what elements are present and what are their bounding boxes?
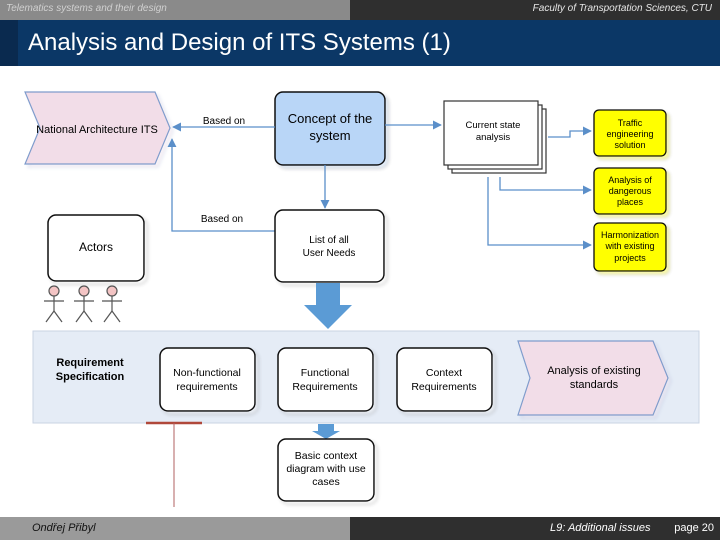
traffic-line3: solution bbox=[614, 140, 645, 150]
context-line2: Requirements bbox=[411, 381, 476, 393]
slide-title: Analysis and Design of ITS Systems (1) bbox=[28, 29, 451, 56]
title-bar: Analysis and Design of ITS Systems (1) bbox=[0, 20, 720, 66]
national-architecture-node: National Architecture ITS bbox=[24, 91, 171, 165]
user-needs-node: List of all User Needs bbox=[274, 209, 385, 283]
header-left-panel: Telematics systems and their design bbox=[0, 0, 350, 20]
actor-figures bbox=[44, 285, 122, 323]
basic-context-line2: diagram with use bbox=[286, 463, 366, 475]
basic-context-line1: Basic context bbox=[295, 450, 358, 462]
requirement-line1: Requirement bbox=[56, 357, 124, 369]
concept-line1: Concept of the bbox=[288, 111, 373, 126]
harmonization-line3: projects bbox=[614, 253, 646, 263]
existing-standards-node: Analysis of existing standards bbox=[517, 340, 669, 416]
header-bar: Telematics systems and their design Facu… bbox=[0, 0, 720, 20]
harmonization-line1: Harmonization bbox=[601, 230, 659, 240]
lecture-name: L9: Additional issues bbox=[550, 522, 651, 534]
based-on-label-top: Based on bbox=[203, 116, 245, 127]
standards-line2: standards bbox=[570, 379, 619, 391]
functional-line1: Functional bbox=[301, 367, 349, 379]
nonfunctional-line2: requirements bbox=[176, 381, 237, 393]
based-on-arrow-bottom bbox=[167, 138, 275, 232]
current-state-node: Current state analysis bbox=[443, 100, 547, 174]
page-number: page 20 bbox=[674, 522, 714, 534]
user-needs-line1: List of all bbox=[309, 235, 348, 246]
faculty-name: Faculty of Transportation Sciences, CTU bbox=[532, 3, 712, 14]
dangerous-places-node: Analysis of dangerous places bbox=[593, 167, 667, 215]
basic-context-line3: cases bbox=[312, 476, 339, 488]
actors-label: Actors bbox=[79, 240, 113, 254]
traffic-line2: engineering bbox=[606, 129, 653, 139]
national-architecture-label: National Architecture ITS bbox=[36, 124, 158, 136]
concept-line2: system bbox=[309, 128, 350, 143]
title-accent bbox=[0, 20, 18, 66]
current-state-line1: Current state bbox=[466, 120, 521, 131]
harmonization-node: Harmonization with existing projects bbox=[593, 222, 667, 272]
down-arrow-icon bbox=[304, 283, 352, 329]
dangerous-line1: Analysis of bbox=[608, 175, 652, 185]
context-node: Context Requirements bbox=[396, 347, 493, 412]
footer-left-panel: Ondřej Přibyl bbox=[0, 517, 350, 540]
small-down-arrow-icon bbox=[312, 424, 340, 439]
author-name: Ondřej Přibyl bbox=[32, 522, 96, 534]
actors-node: Actors bbox=[47, 214, 145, 282]
actor-figure-icon bbox=[44, 285, 64, 323]
standards-line1: Analysis of existing bbox=[547, 365, 641, 377]
current-to-traffic-arrow bbox=[548, 126, 592, 138]
traffic-engineering-node: Traffic engineering solution bbox=[593, 109, 667, 157]
requirement-line2: Specification bbox=[56, 371, 125, 383]
process-diagram: National Architecture ITS Concept of the… bbox=[24, 91, 700, 507]
current-to-dangerous-arrow bbox=[499, 177, 592, 195]
concept-node: Concept of the system bbox=[274, 91, 386, 166]
user-needs-line2: User Needs bbox=[303, 248, 356, 259]
current-state-line2: analysis bbox=[476, 132, 511, 143]
basic-context-node: Basic context diagram with use cases bbox=[277, 438, 375, 502]
dangerous-line2: dangerous bbox=[609, 186, 652, 196]
course-title: Telematics systems and their design bbox=[6, 3, 167, 14]
harmonization-line2: with existing bbox=[604, 241, 654, 251]
nonfunctional-node: Non-functional requirements bbox=[159, 347, 256, 412]
header-right-panel: Faculty of Transportation Sciences, CTU bbox=[350, 0, 720, 20]
footer-right-panel: L9: Additional issues page 20 bbox=[350, 517, 720, 540]
functional-line2: Requirements bbox=[292, 381, 357, 393]
dangerous-line3: places bbox=[617, 197, 644, 207]
traffic-line1: Traffic bbox=[618, 118, 643, 128]
context-line1: Context bbox=[426, 367, 462, 379]
actor-figure-icon bbox=[74, 285, 94, 323]
footer-bar: Ondřej Přibyl L9: Additional issues page… bbox=[0, 517, 720, 540]
current-to-harmonization-arrow bbox=[487, 177, 592, 250]
nonfunctional-line1: Non-functional bbox=[173, 367, 241, 379]
based-on-label-bottom: Based on bbox=[201, 214, 243, 225]
functional-node: Functional Requirements bbox=[277, 347, 374, 412]
actor-figure-icon bbox=[102, 285, 122, 323]
